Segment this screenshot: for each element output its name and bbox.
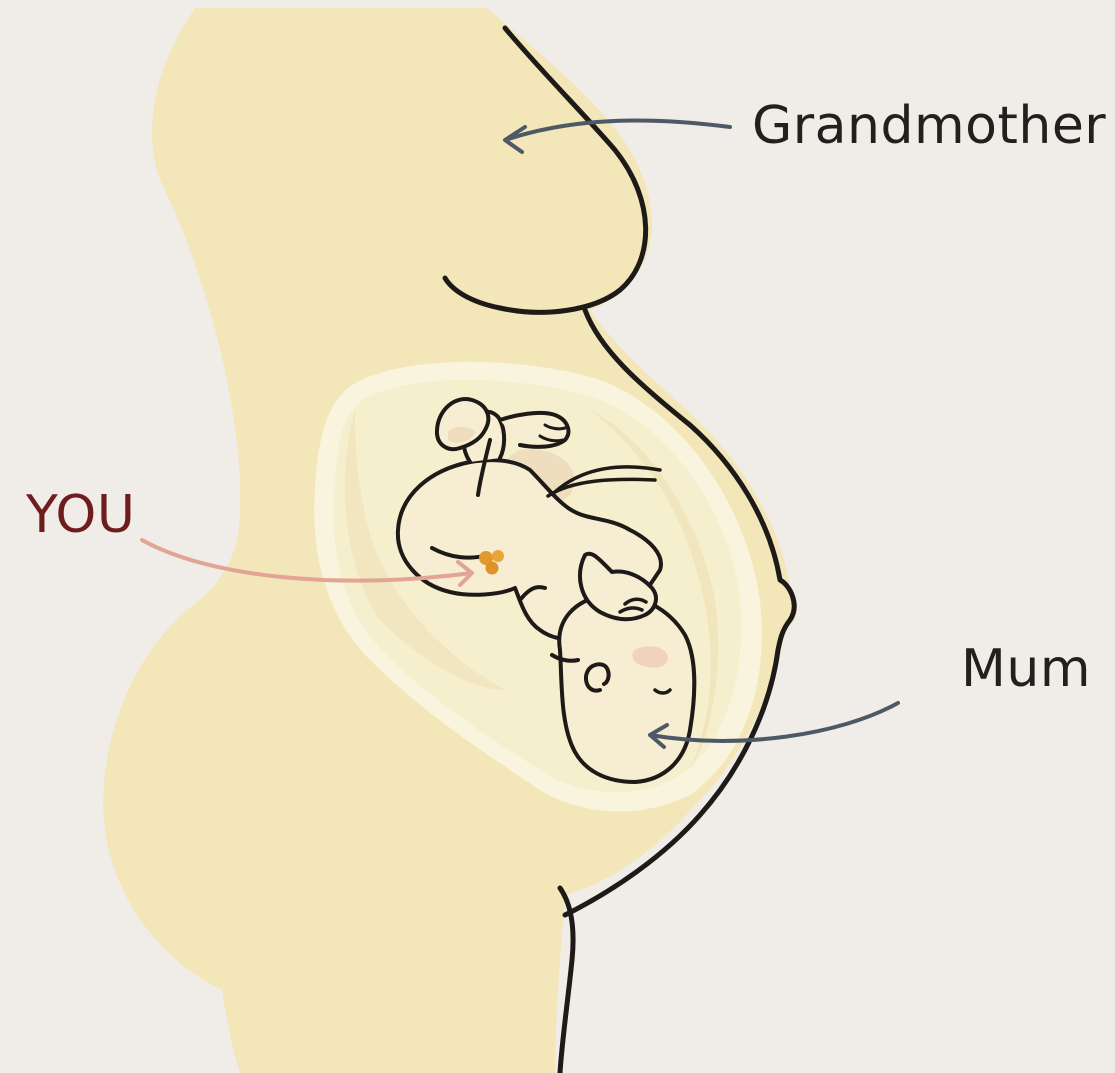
egg-cell: [486, 562, 499, 575]
mum-label: Mum: [961, 643, 1091, 695]
egg-cell: [492, 550, 504, 562]
you-label: YOU: [26, 489, 135, 541]
fetus-head: [559, 595, 694, 782]
grandmother-label: Grandmother: [752, 100, 1106, 152]
